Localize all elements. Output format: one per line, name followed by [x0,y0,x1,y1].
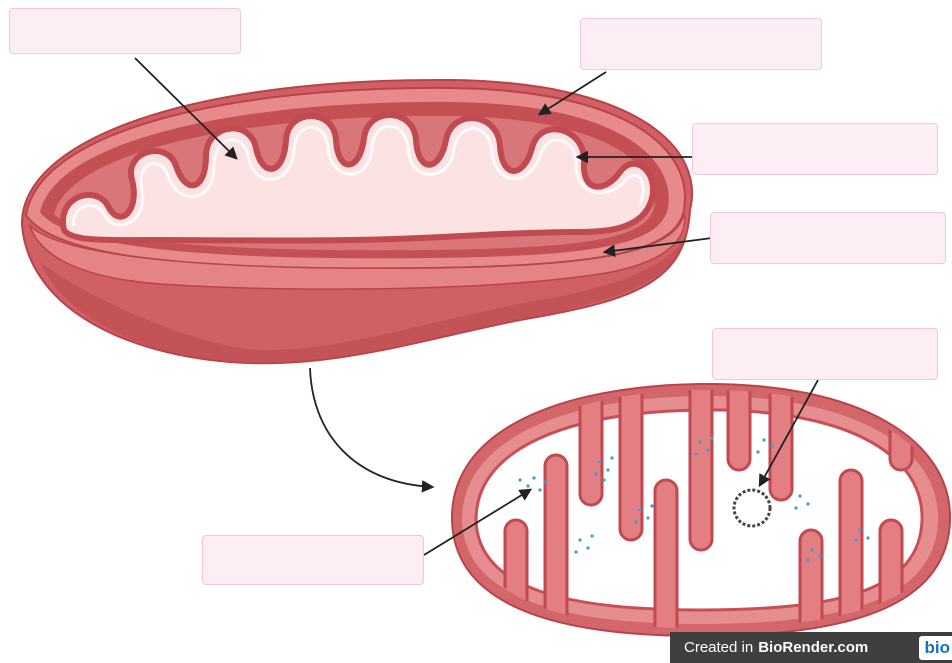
biorender-watermark: Created in BioRender.com bio [670,632,952,663]
curved-transition-arrow [310,368,432,487]
watermark-brand: BioRender.com [758,639,868,656]
label-box-matrix[interactable] [202,535,424,585]
label-box-cristae[interactable] [9,8,241,54]
label-box-inner-membrane[interactable] [692,123,938,175]
biorender-logo: bio [919,636,952,660]
label-box-intermembrane-space[interactable] [710,212,946,264]
mitochondrion-3d [22,80,692,363]
label-box-mtdna[interactable] [712,328,938,380]
mitochondrion-2d [452,380,950,645]
watermark-prefix: Created in [684,639,753,656]
label-box-outer-membrane[interactable] [580,18,822,70]
